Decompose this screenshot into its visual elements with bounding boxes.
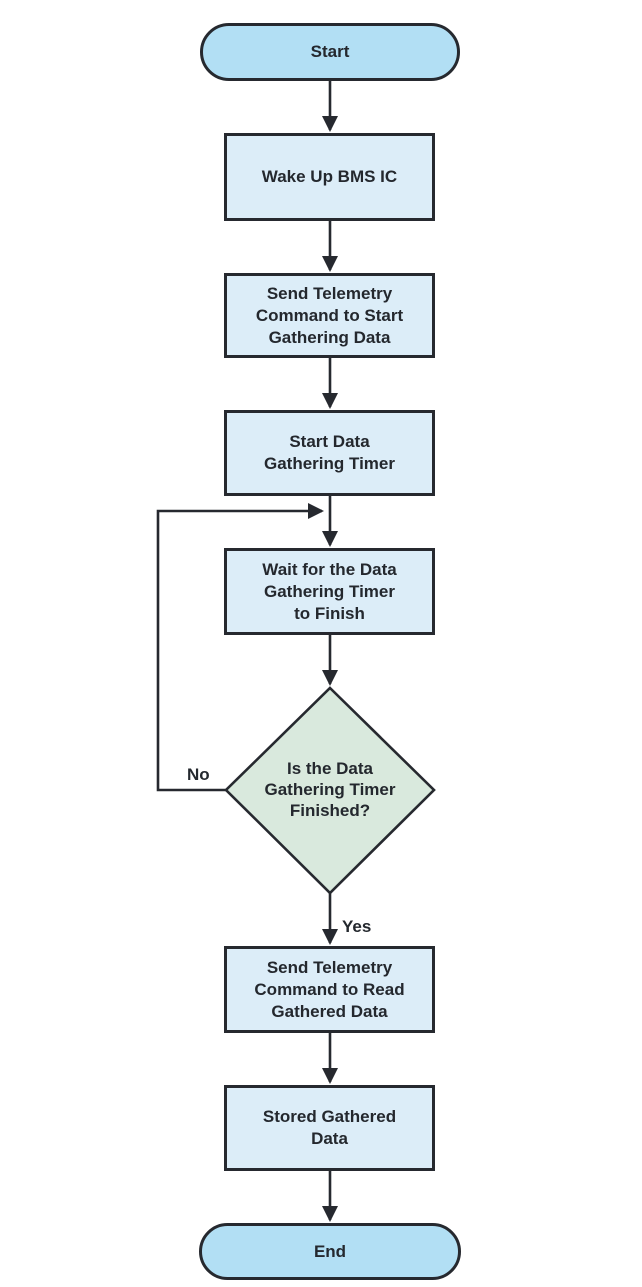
decision-diamond bbox=[224, 686, 436, 895]
node-send-telemetry-read: Send Telemetry Command to Read Gathered … bbox=[224, 946, 435, 1033]
node-stored-label: Stored Gathered Data bbox=[262, 1107, 397, 1148]
node-stored-gathered-data: Stored Gathered Data bbox=[224, 1085, 435, 1171]
node-send-read-label: Send Telemetry Command to Read Gathered … bbox=[254, 957, 405, 1021]
node-wait-for-timer: Wait for the Data Gathering Timer to Fin… bbox=[224, 548, 435, 635]
edge-label-no: No bbox=[187, 765, 210, 784]
node-wake-up-bms-ic: Wake Up BMS IC bbox=[224, 133, 435, 221]
connector-no-loop bbox=[156, 503, 324, 792]
node-timer-label: Start Data Gathering Timer bbox=[264, 432, 395, 473]
node-wait-label: Wait for the Data Gathering Timer to Fin… bbox=[262, 559, 397, 623]
node-start-label: Start bbox=[310, 42, 350, 61]
node-decision-label: Is the Data Gathering Timer Finished? bbox=[264, 759, 396, 820]
node-start: Start bbox=[200, 23, 460, 81]
node-start-gathering-timer: Start Data Gathering Timer bbox=[224, 410, 435, 496]
edge-label-yes: Yes bbox=[342, 917, 372, 936]
node-send-telemetry-start: Send Telemetry Command to Start Gatherin… bbox=[224, 273, 435, 358]
node-end-label: End bbox=[313, 1241, 347, 1261]
node-end: End bbox=[199, 1223, 461, 1280]
node-send-start-label: Send Telemetry Command to Start Gatherin… bbox=[255, 283, 404, 347]
node-wake-label: Wake Up BMS IC bbox=[261, 167, 398, 186]
